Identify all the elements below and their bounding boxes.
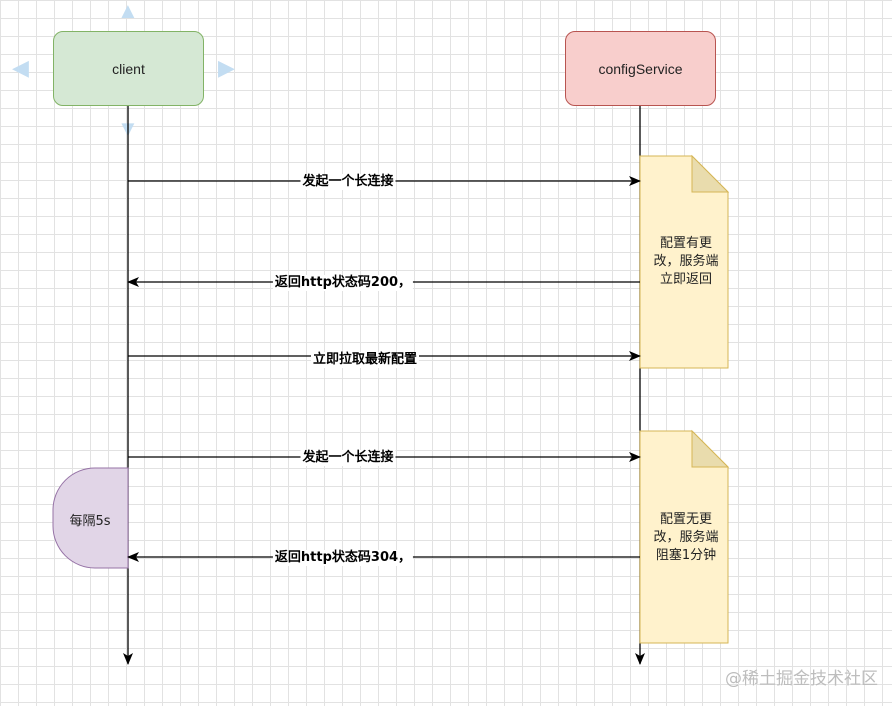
- message-2-label: 返回http状态码200，: [272, 275, 414, 291]
- config-service-participant[interactable]: configService: [565, 31, 716, 106]
- watermark: @稀土掘金技术社区: [725, 669, 878, 689]
- client-participant[interactable]: client: [53, 31, 204, 106]
- connect-left-arrow-icon[interactable]: ◀: [12, 55, 29, 80]
- note-1[interactable]: [639, 154, 730, 369]
- message-5-label: 返回http状态码304，: [272, 550, 414, 566]
- connect-up-arrow-icon[interactable]: ▲: [117, 0, 139, 23]
- interval-label: 每隔5s: [69, 514, 111, 529]
- interval-shape[interactable]: [52, 467, 129, 569]
- message-1-label: 发起一个长连接: [300, 174, 396, 190]
- service-label: configService: [598, 60, 683, 77]
- connect-right-arrow-icon[interactable]: ▶: [218, 55, 235, 80]
- note-2[interactable]: [639, 429, 730, 644]
- message-4-label: 发起一个长连接: [300, 450, 396, 466]
- note-2-text: 配置无更 改，服务端 阻塞1分钟: [653, 512, 719, 563]
- message-3-label: 立即拉取最新配置: [310, 352, 420, 368]
- note-1-text: 配置有更 改，服务端 立即返回: [653, 236, 719, 287]
- client-label: client: [112, 60, 145, 77]
